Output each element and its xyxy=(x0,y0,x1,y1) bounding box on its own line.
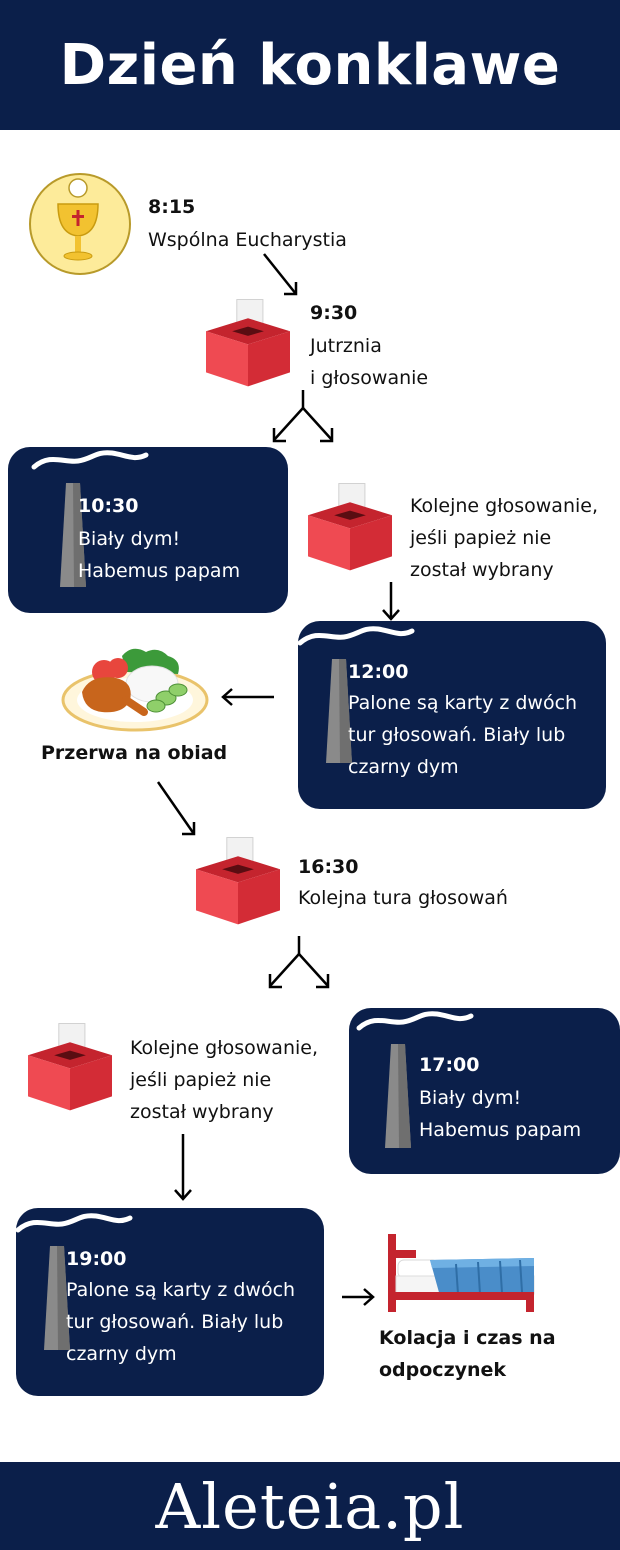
card-burn-1200: 12:00 Palone są karty z dwóch tur głosow… xyxy=(298,621,606,809)
arrow-icon xyxy=(263,253,298,296)
rest-label-2: odpoczynek xyxy=(379,1359,507,1381)
card-text-czarny-2: czarny dym xyxy=(66,1343,177,1365)
ballot-box-icon xyxy=(308,480,392,572)
ballot-box-icon xyxy=(28,1020,112,1112)
page-title: Dzień konklawe xyxy=(59,32,561,98)
card-text-czarny: czarny dym xyxy=(348,756,459,778)
split-arrow-icon xyxy=(272,390,334,443)
card-text-palone: Palone są karty z dwóch xyxy=(348,692,578,714)
card-text-habemus: Habemus papam xyxy=(78,560,241,582)
card-text-bialy-dym: Biały dym! xyxy=(78,528,181,550)
next-vote-text-3: został wybrany xyxy=(410,559,554,581)
card-text-bialy-dym-2: Biały dym! xyxy=(419,1087,522,1109)
step-text-kolejna-tura: Kolejna tura głosowań xyxy=(298,887,508,909)
next-vote-text-1: Kolejne głosowanie, xyxy=(410,495,598,517)
card-smoke-1700: 17:00 Biały dym! Habemus papam xyxy=(349,1008,620,1174)
card-time-1900: 19:00 xyxy=(66,1248,127,1270)
ballot-box-icon xyxy=(206,296,290,388)
split-arrow-icon xyxy=(268,936,330,989)
step-time-1630: 16:30 xyxy=(298,856,359,878)
lunch-plate-icon xyxy=(60,642,210,734)
step-text-eucharist: Wspólna Eucharystia xyxy=(148,229,347,251)
lunch-label: Przerwa na obiad xyxy=(41,742,228,764)
brand-logo[interactable]: Aleteia.pl xyxy=(155,1469,465,1543)
footer-banner: Aleteia.pl xyxy=(0,1462,620,1550)
bed-icon xyxy=(386,1230,536,1314)
chalice-icon xyxy=(28,172,132,276)
arrow-icon xyxy=(221,688,274,706)
arrow-icon xyxy=(382,582,400,621)
next-vote-2-text-1: Kolejne głosowanie, xyxy=(130,1037,318,1059)
arrow-icon xyxy=(174,1134,192,1201)
ballot-box-icon xyxy=(196,834,280,926)
card-text-tur: tur głosowań. Biały lub xyxy=(348,724,566,746)
step-time-0815: 8:15 xyxy=(148,196,196,218)
card-time-1700: 17:00 xyxy=(419,1054,480,1076)
header-banner: Dzień konklawe xyxy=(0,0,620,130)
next-vote-2-text-3: został wybrany xyxy=(130,1101,274,1123)
card-time-1030: 10:30 xyxy=(78,495,139,517)
card-text-tur-2: tur głosowań. Biały lub xyxy=(66,1311,284,1333)
card-text-habemus-2: Habemus papam xyxy=(419,1119,582,1141)
step-time-0930: 9:30 xyxy=(310,302,358,324)
next-vote-text-2: jeśli papież nie xyxy=(410,527,552,549)
card-burn-1900: 19:00 Palone są karty z dwóch tur głosow… xyxy=(16,1208,324,1396)
arrow-icon xyxy=(156,781,196,836)
next-vote-2-text-2: jeśli papież nie xyxy=(130,1069,272,1091)
arrow-icon xyxy=(342,1288,375,1306)
step-text-jutrznia: Jutrznia xyxy=(310,335,382,357)
card-text-palone-2: Palone są karty z dwóch xyxy=(66,1279,296,1301)
card-smoke-1030: 10:30 Biały dym! Habemus papam xyxy=(8,447,288,613)
rest-label-1: Kolacja i czas na xyxy=(379,1327,556,1349)
card-time-1200: 12:00 xyxy=(348,661,409,683)
step-text-glosowanie: i głosowanie xyxy=(310,367,429,389)
